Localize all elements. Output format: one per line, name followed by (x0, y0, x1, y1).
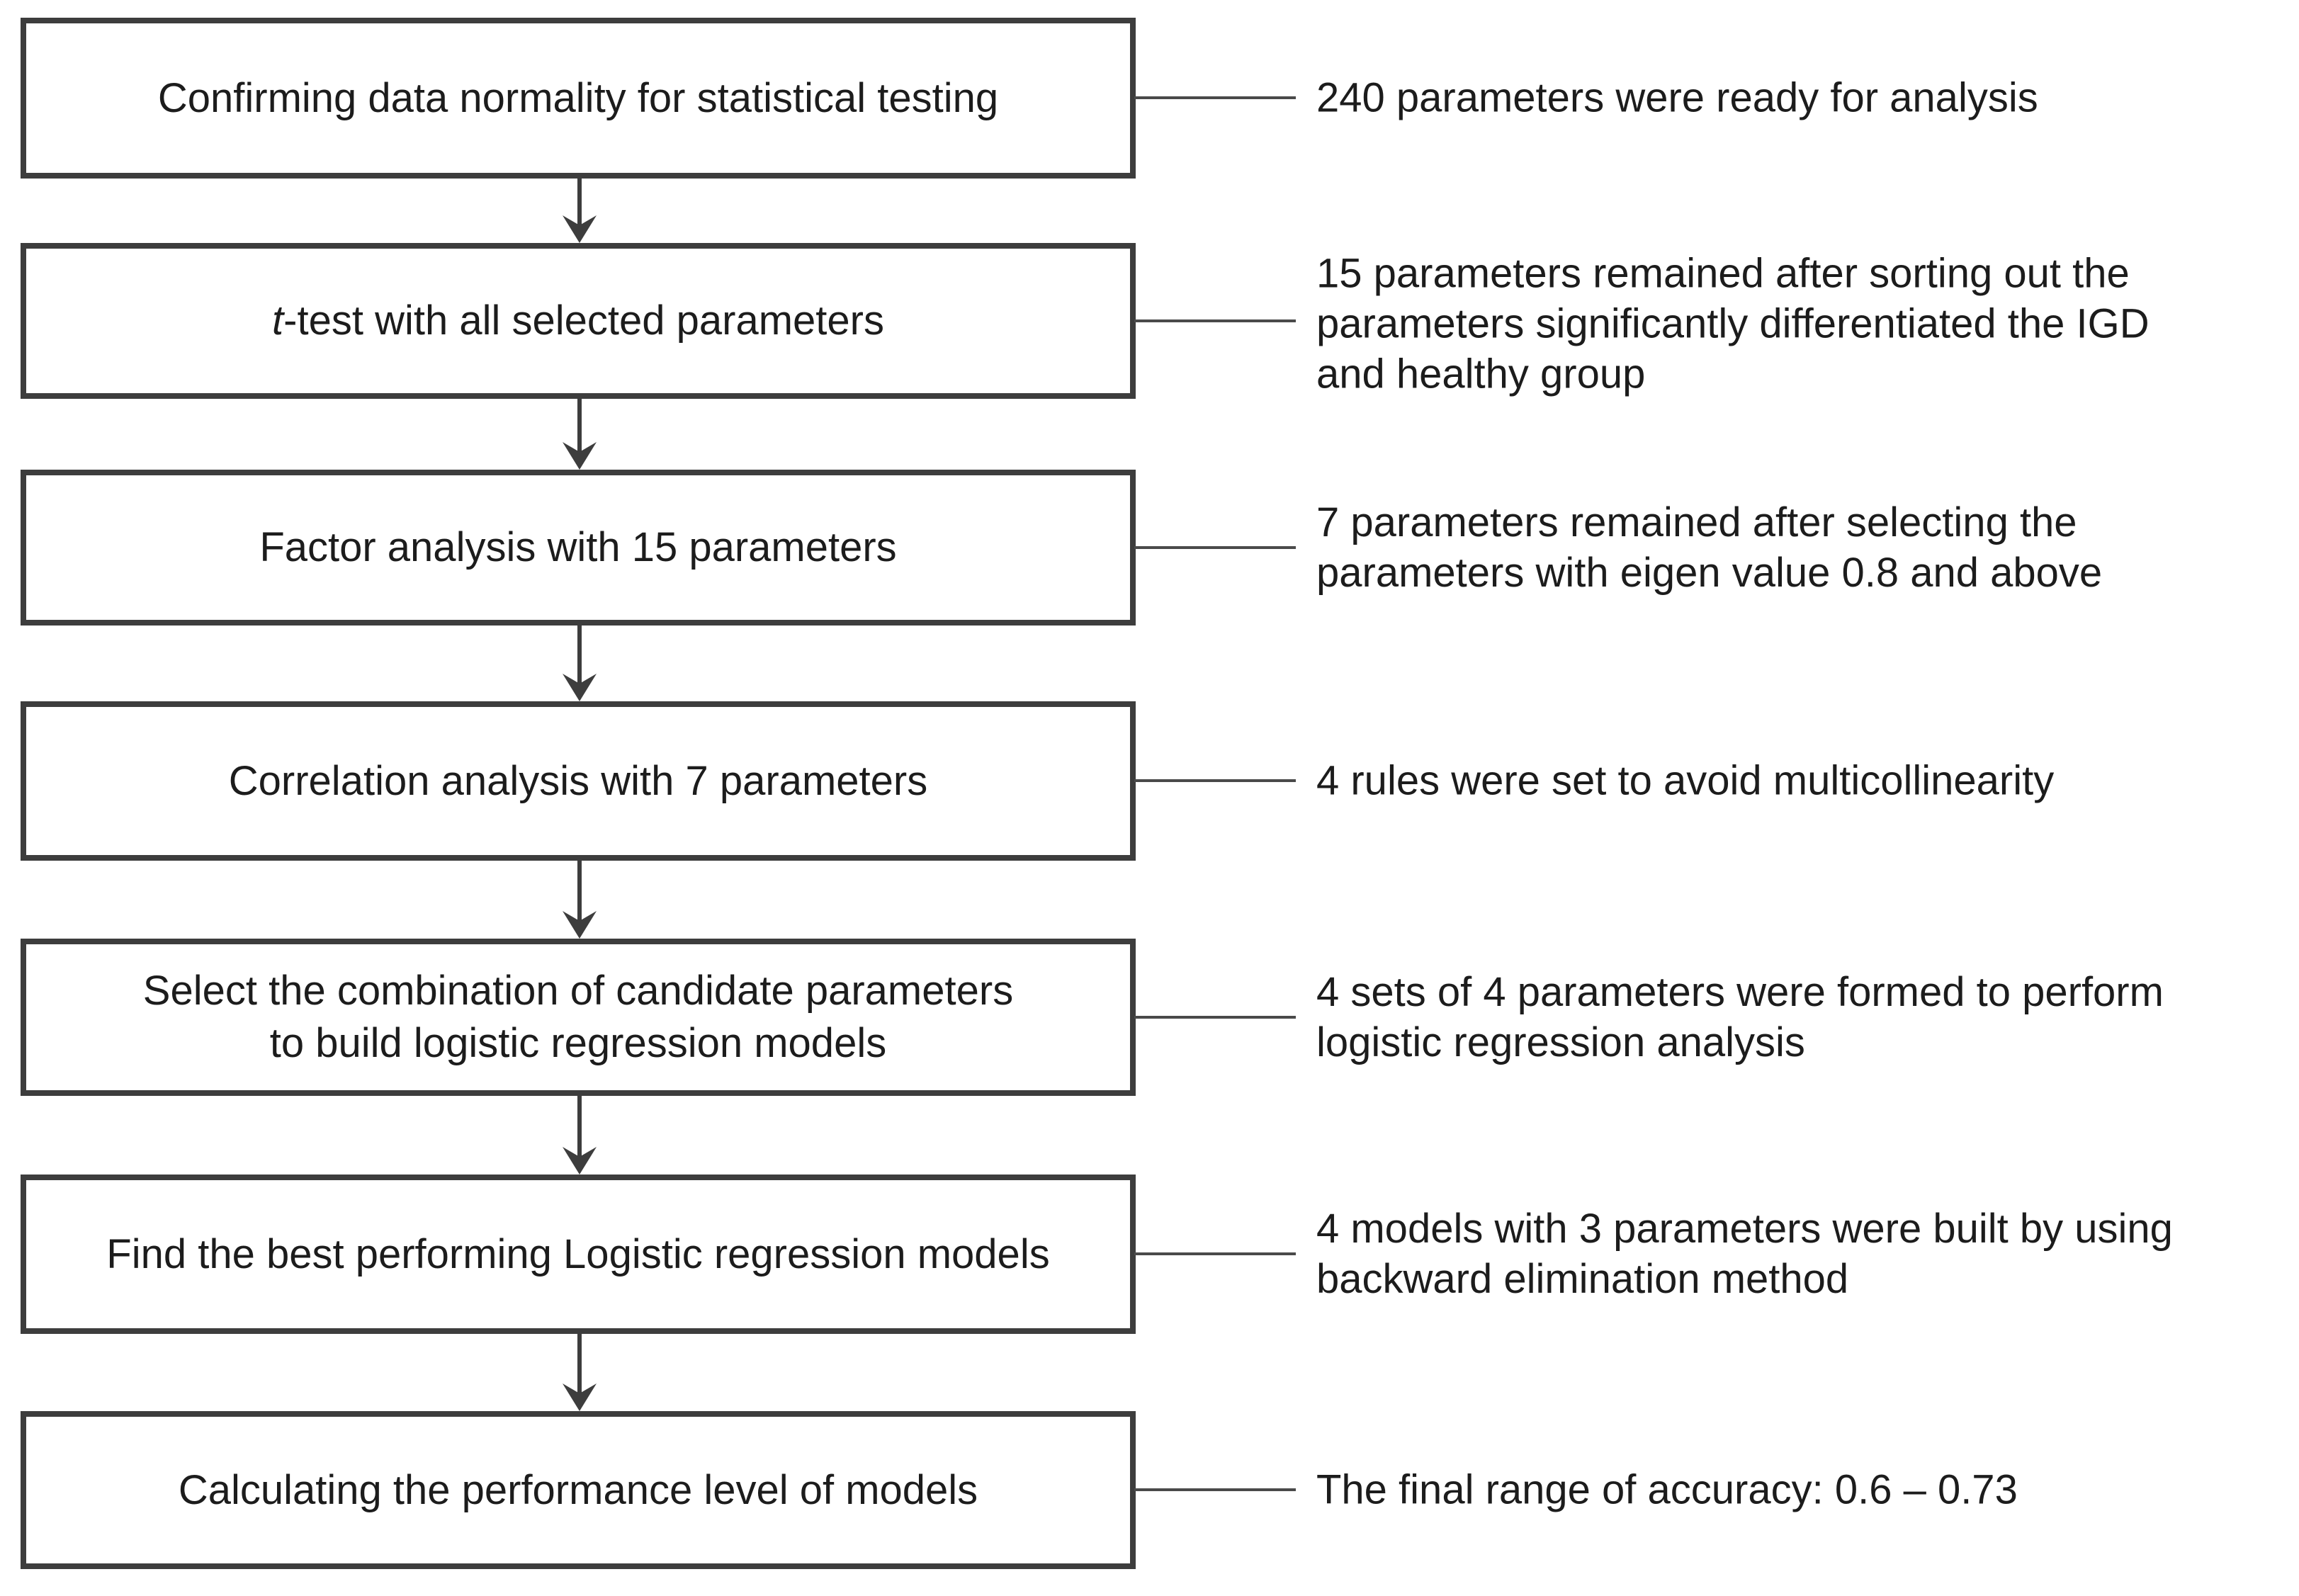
flow-step-4-box: Correlation analysis with 7 parameters (21, 701, 1136, 861)
flow-step-5-box: Select the combination of candidate para… (21, 939, 1136, 1096)
flow-step-1-box: Confirming data normality for statistica… (21, 18, 1136, 179)
connector-line-3 (1134, 546, 1296, 549)
flow-step-2-label: t-test with all selected parameters (272, 298, 884, 344)
note-1: 240 parameters were ready for analysis (1316, 74, 2038, 121)
note-3: 7 parameters remained after selecting th… (1316, 499, 2103, 596)
flow-step-3-box: Factor analysis with 15 parameters (21, 470, 1136, 626)
down-arrow-icon (563, 1096, 597, 1175)
connector-line-6 (1134, 1252, 1296, 1255)
connector-line-7 (1134, 1488, 1296, 1491)
connector-line-2 (1134, 319, 1296, 322)
down-arrow-icon (563, 179, 597, 243)
note-6: 4 models with 3 parameters were built by… (1316, 1206, 2173, 1302)
note-2: 15 parameters remained after sorting out… (1316, 250, 2150, 397)
note-7: The final range of accuracy: 0.6 – 0.73 (1316, 1466, 2018, 1513)
flow-step-2-box: t-test with all selected parameters (21, 243, 1136, 399)
connector-line-1 (1134, 96, 1296, 99)
connector-line-4 (1134, 779, 1296, 782)
flow-step-7-box: Calculating the performance level of mod… (21, 1411, 1136, 1569)
flow-step-6-label: Find the best performing Logistic regres… (106, 1230, 1050, 1277)
flow-step-3-label: Factor analysis with 15 parameters (259, 524, 897, 570)
note-5: 4 sets of 4 parameters were formed to pe… (1316, 969, 2164, 1065)
down-arrow-icon (563, 861, 597, 939)
down-arrow-icon (563, 399, 597, 470)
connector-line-5 (1134, 1016, 1296, 1019)
flow-step-6-box: Find the best performing Logistic regres… (21, 1175, 1136, 1334)
flow-step-5-label: Select the combination of candidate para… (142, 968, 1014, 1066)
down-arrow-icon (563, 1334, 597, 1411)
flow-step-4-label: Correlation analysis with 7 parameters (228, 757, 928, 804)
flow-step-7-label: Calculating the performance level of mod… (178, 1466, 978, 1513)
flow-step-1-label: Confirming data normality for statistica… (157, 74, 999, 121)
note-4: 4 rules were set to avoid multicollinear… (1316, 757, 2055, 804)
down-arrow-icon (563, 626, 597, 701)
